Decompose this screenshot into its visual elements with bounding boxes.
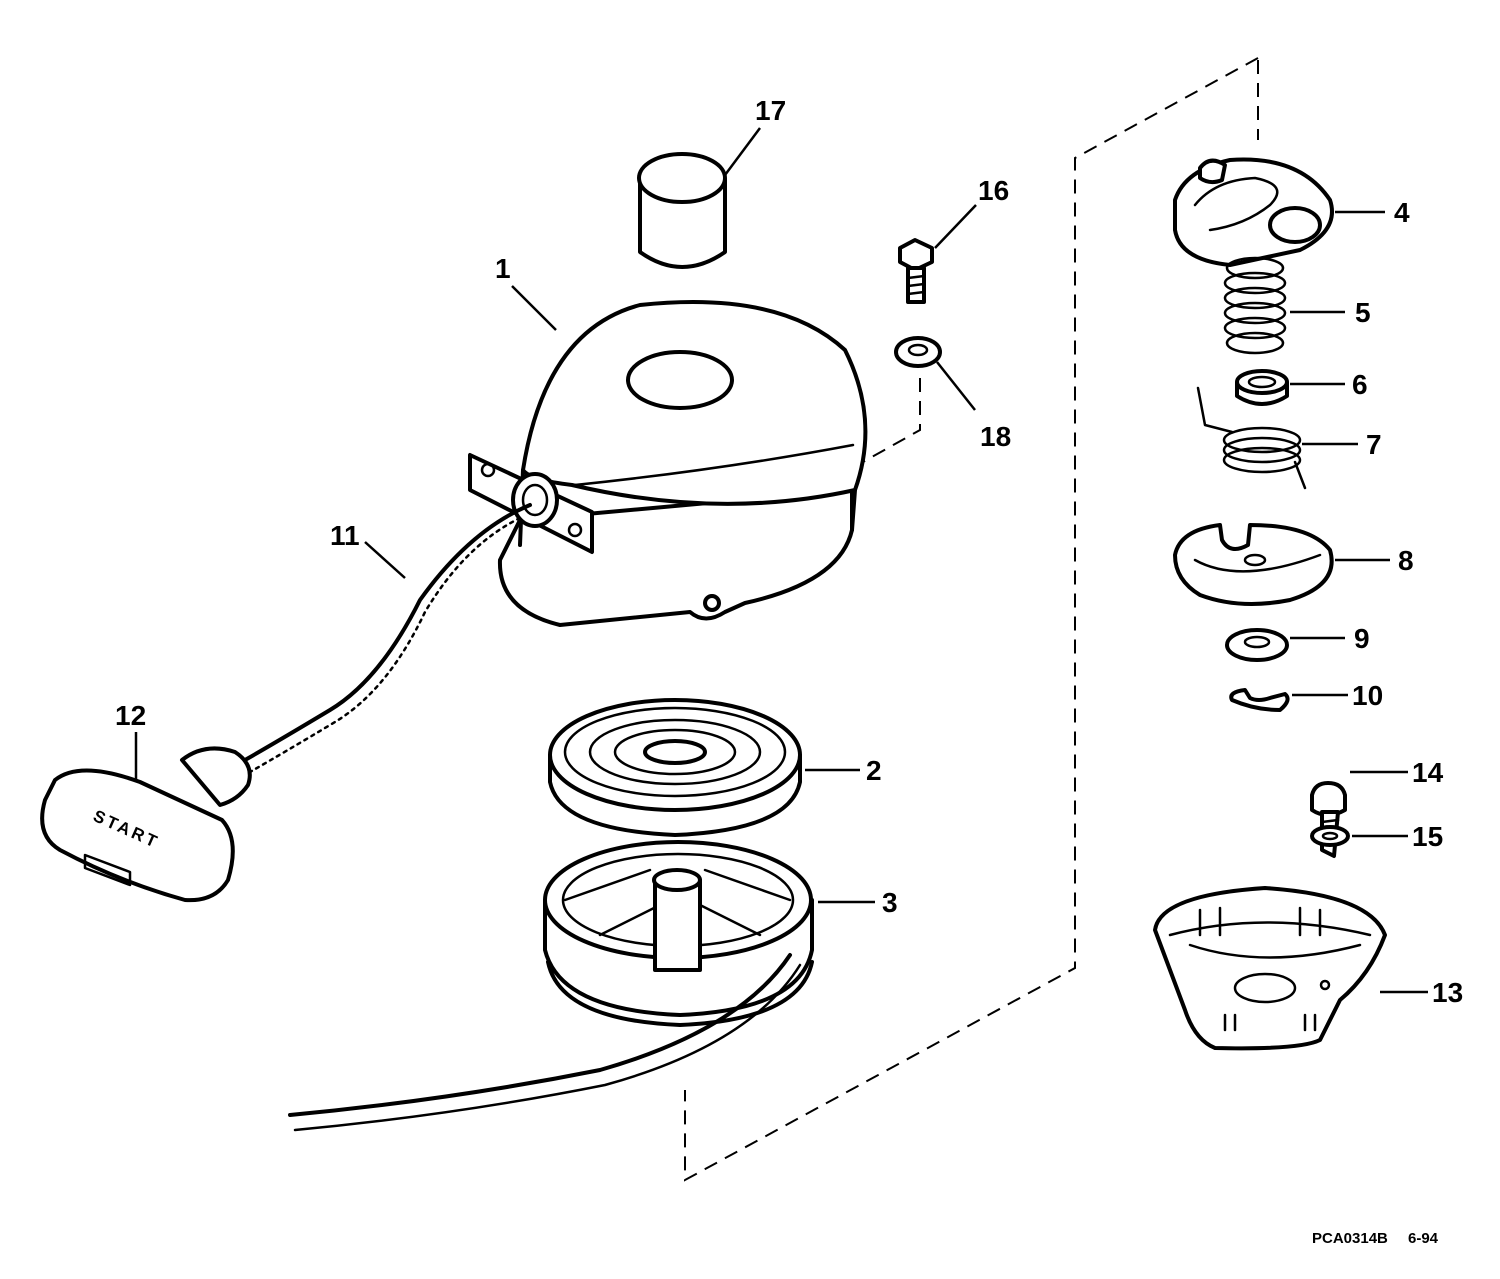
drawing-code: PCA0314B (1312, 1230, 1388, 1247)
date-code: 6-94 (1408, 1230, 1439, 1247)
part-10-e-ring (1229, 688, 1290, 712)
part-6-bushing (1235, 369, 1289, 406)
part-11-starter-rope (243, 503, 532, 774)
label-7: 7 (1366, 429, 1382, 460)
part-8-plate (1173, 523, 1334, 606)
label-2: 2 (866, 755, 882, 786)
assembly-dashed-lines (684, 57, 1259, 1182)
label-6: 6 (1352, 369, 1368, 400)
part-2-rewind-spring (548, 698, 802, 837)
part-number-labels: 1 2 3 4 5 6 7 8 9 10 11 12 13 14 15 16 1… (115, 95, 1463, 1008)
label-17: 17 (755, 95, 786, 126)
label-8: 8 (1398, 545, 1414, 576)
part-16-bolt (898, 238, 934, 304)
part-5-spring (1223, 256, 1287, 355)
label-11: 11 (330, 520, 360, 551)
label-5: 5 (1355, 297, 1371, 328)
label-4: 4 (1394, 197, 1410, 228)
part-1-starter-housing (468, 300, 868, 627)
part-7-torsion-spring (1196, 386, 1307, 490)
part-13-cup (1153, 886, 1387, 1051)
label-10: 10 (1352, 680, 1383, 711)
label-3: 3 (882, 887, 898, 918)
part-9-washer (1225, 628, 1289, 662)
label-12: 12 (115, 700, 146, 731)
label-13: 13 (1432, 977, 1463, 1008)
label-15: 15 (1412, 821, 1443, 852)
part-17-cap (637, 152, 727, 269)
part-4-cam (1173, 157, 1334, 267)
label-18: 18 (980, 421, 1011, 452)
part-18-lock-washer (894, 336, 942, 368)
label-1: 1 (495, 253, 511, 284)
label-16: 16 (978, 175, 1009, 206)
part-15-washer (1310, 825, 1350, 847)
label-9: 9 (1354, 623, 1370, 654)
part-3-pulley (288, 840, 814, 1132)
part-12-start-handle: START (40, 746, 252, 903)
leader-lines (134, 127, 1428, 994)
label-14: 14 (1412, 757, 1444, 788)
